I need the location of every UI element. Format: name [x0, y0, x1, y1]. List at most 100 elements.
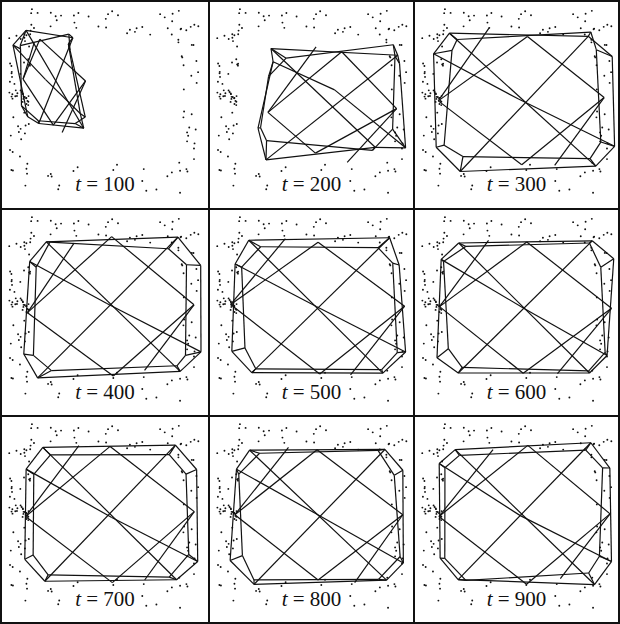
frame-line [0, 0, 620, 2]
network-edge [317, 450, 403, 515]
data-point [608, 60, 610, 62]
network-edge [460, 166, 596, 171]
data-point [421, 245, 423, 247]
data-point [10, 480, 12, 482]
data-point [219, 284, 221, 286]
network-edge [528, 445, 610, 513]
data-point [167, 442, 169, 444]
data-point [31, 216, 33, 218]
data-point [193, 44, 195, 46]
data-point [88, 16, 90, 18]
network-edge [145, 512, 195, 580]
network-edge [603, 467, 610, 468]
data-point [549, 27, 551, 29]
data-point [233, 34, 235, 36]
data-point [437, 600, 439, 602]
data-point [428, 504, 430, 506]
data-point [450, 427, 452, 429]
data-point [421, 507, 423, 509]
data-point [421, 37, 423, 39]
data-point [599, 586, 601, 588]
data-point [391, 272, 393, 274]
data-point [225, 125, 227, 127]
data-point [438, 242, 440, 244]
data-point [233, 376, 235, 378]
data-point [389, 56, 391, 58]
data-point [606, 148, 608, 150]
data-point [547, 239, 549, 241]
data-point [436, 245, 438, 247]
data-point [23, 62, 25, 64]
data-point [432, 156, 434, 158]
data-point [171, 435, 173, 437]
data-point [50, 588, 52, 590]
data-point [25, 34, 27, 36]
data-point [401, 232, 403, 234]
data-point [424, 280, 426, 282]
data-point [16, 450, 18, 452]
network-edge [560, 514, 610, 579]
network-edge [590, 142, 601, 159]
network-edge [26, 446, 79, 517]
data-point [30, 439, 32, 441]
data-point [281, 585, 283, 587]
data-point [235, 58, 237, 60]
data-point [463, 233, 465, 235]
network-edge [335, 90, 406, 148]
network-edge [254, 449, 385, 584]
data-point [422, 149, 424, 151]
frame-line [0, 0, 2, 624]
data-point [217, 289, 219, 291]
network-edge [239, 474, 243, 555]
data-point [518, 226, 520, 228]
data-point [337, 29, 339, 31]
data-point [221, 291, 223, 293]
data-point [228, 89, 230, 91]
data-point [234, 103, 236, 105]
network-edge [444, 468, 445, 559]
data-point [603, 283, 605, 285]
data-point [220, 359, 222, 361]
data-point [433, 138, 435, 140]
data-point [191, 44, 193, 46]
data-point [231, 511, 233, 513]
data-point [539, 32, 541, 34]
data-point [320, 377, 322, 379]
data-point [145, 398, 147, 400]
data-point [136, 27, 138, 29]
data-point [430, 125, 432, 127]
network-edge [231, 304, 320, 374]
panel-illustration [216, 8, 407, 194]
data-point [237, 63, 239, 65]
data-point [185, 168, 187, 170]
data-point [233, 540, 235, 542]
data-point [222, 303, 224, 305]
network-edge [112, 512, 194, 583]
network-edge [242, 267, 245, 348]
data-point [591, 218, 593, 220]
data-point [436, 270, 438, 272]
data-point [234, 173, 236, 175]
data-point [58, 600, 60, 602]
data-point [55, 15, 57, 17]
data-point [28, 123, 30, 125]
data-point [23, 270, 25, 272]
data-point [547, 446, 549, 448]
data-point [20, 504, 22, 506]
data-point [554, 234, 556, 236]
data-point [441, 123, 443, 125]
data-point [9, 357, 11, 359]
network-edge [444, 145, 463, 156]
data-point [75, 235, 77, 237]
data-point [193, 459, 195, 461]
data-point [14, 95, 16, 97]
data-point [195, 128, 197, 130]
data-point [603, 26, 605, 28]
time-label: t = 900 [484, 588, 550, 611]
time-label-wrap: t = 900 [484, 588, 550, 611]
panel-illustration [216, 423, 407, 609]
data-point [601, 541, 603, 543]
data-point [155, 396, 157, 398]
data-point [405, 25, 407, 27]
data-point [171, 379, 173, 381]
